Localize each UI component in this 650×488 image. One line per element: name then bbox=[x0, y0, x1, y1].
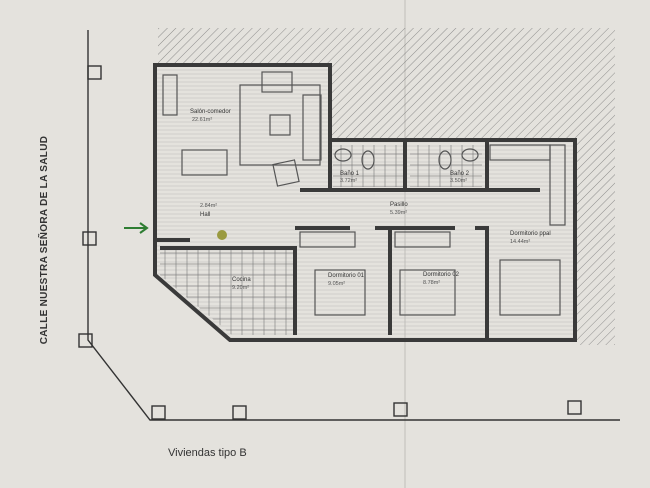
toilet bbox=[438, 150, 452, 170]
room-area-hall: 2.84m² bbox=[200, 203, 217, 209]
room-name-pasillo: Pasillo bbox=[390, 202, 408, 208]
room-name-dorm01: Dormitorio 01 bbox=[328, 273, 365, 279]
column bbox=[87, 65, 102, 80]
wardrobe-01 bbox=[299, 231, 356, 248]
tv-unit bbox=[261, 71, 293, 93]
room-name-bano2: Baño 2 bbox=[450, 171, 470, 177]
room-area-dorm02: 8.78m² bbox=[423, 280, 440, 286]
exterior-wall bbox=[153, 63, 577, 342]
hatched-patio bbox=[158, 28, 615, 345]
dining-table bbox=[181, 149, 228, 176]
sink bbox=[461, 148, 479, 162]
column bbox=[232, 405, 247, 420]
kitchen-tiles bbox=[160, 250, 295, 335]
sofa bbox=[302, 94, 322, 161]
room-name-dorm02: Dormitorio 02 bbox=[423, 272, 460, 278]
room-area-dorm01: 9.05m² bbox=[328, 281, 345, 287]
column bbox=[567, 400, 582, 415]
room-name-cocina: Cocina bbox=[232, 277, 251, 283]
lot-boundary bbox=[87, 30, 620, 421]
room-name-bano1: Baño 1 bbox=[340, 171, 360, 177]
rug bbox=[239, 84, 321, 166]
room-name-salon: Salón-comedor bbox=[190, 109, 231, 115]
room-name-dorm-ppal: Dormitorio ppal bbox=[510, 231, 551, 237]
column bbox=[393, 402, 408, 417]
bed-02 bbox=[399, 269, 456, 316]
wardrobe-ppal-side bbox=[549, 144, 566, 226]
columns bbox=[78, 65, 582, 420]
furniture bbox=[162, 71, 566, 316]
bed-01 bbox=[314, 269, 366, 316]
bath2-tiles bbox=[410, 145, 482, 187]
room-area-pasillo: 5.39m² bbox=[390, 210, 407, 216]
sideboard bbox=[162, 74, 178, 116]
interior-walls bbox=[155, 140, 540, 340]
toilet bbox=[361, 150, 375, 170]
room-area-bano2: 3.50m² bbox=[450, 178, 467, 184]
plan-caption: Viviendas tipo B bbox=[168, 447, 247, 459]
plant bbox=[217, 230, 227, 240]
column bbox=[82, 231, 97, 246]
sink bbox=[334, 148, 352, 162]
bath1-tiles bbox=[333, 145, 403, 187]
column bbox=[78, 333, 93, 348]
column bbox=[151, 405, 166, 420]
room-area-salon: 22.61m² bbox=[192, 117, 212, 123]
wardrobe-02 bbox=[394, 231, 451, 248]
entrance-arrow-icon bbox=[124, 222, 149, 234]
armchair bbox=[272, 159, 300, 187]
street-label: CALLE NUESTRA SEÑORA DE LA SALUD bbox=[37, 136, 50, 345]
room-area-dorm-ppal: 14.44m² bbox=[510, 239, 530, 245]
double-bed bbox=[499, 259, 561, 316]
coffee-table bbox=[269, 114, 291, 136]
room-name-hall: Hall bbox=[200, 212, 210, 218]
room-area-bano1: 3.72m² bbox=[340, 178, 357, 184]
room-area-cocina: 9.20m² bbox=[232, 285, 249, 291]
